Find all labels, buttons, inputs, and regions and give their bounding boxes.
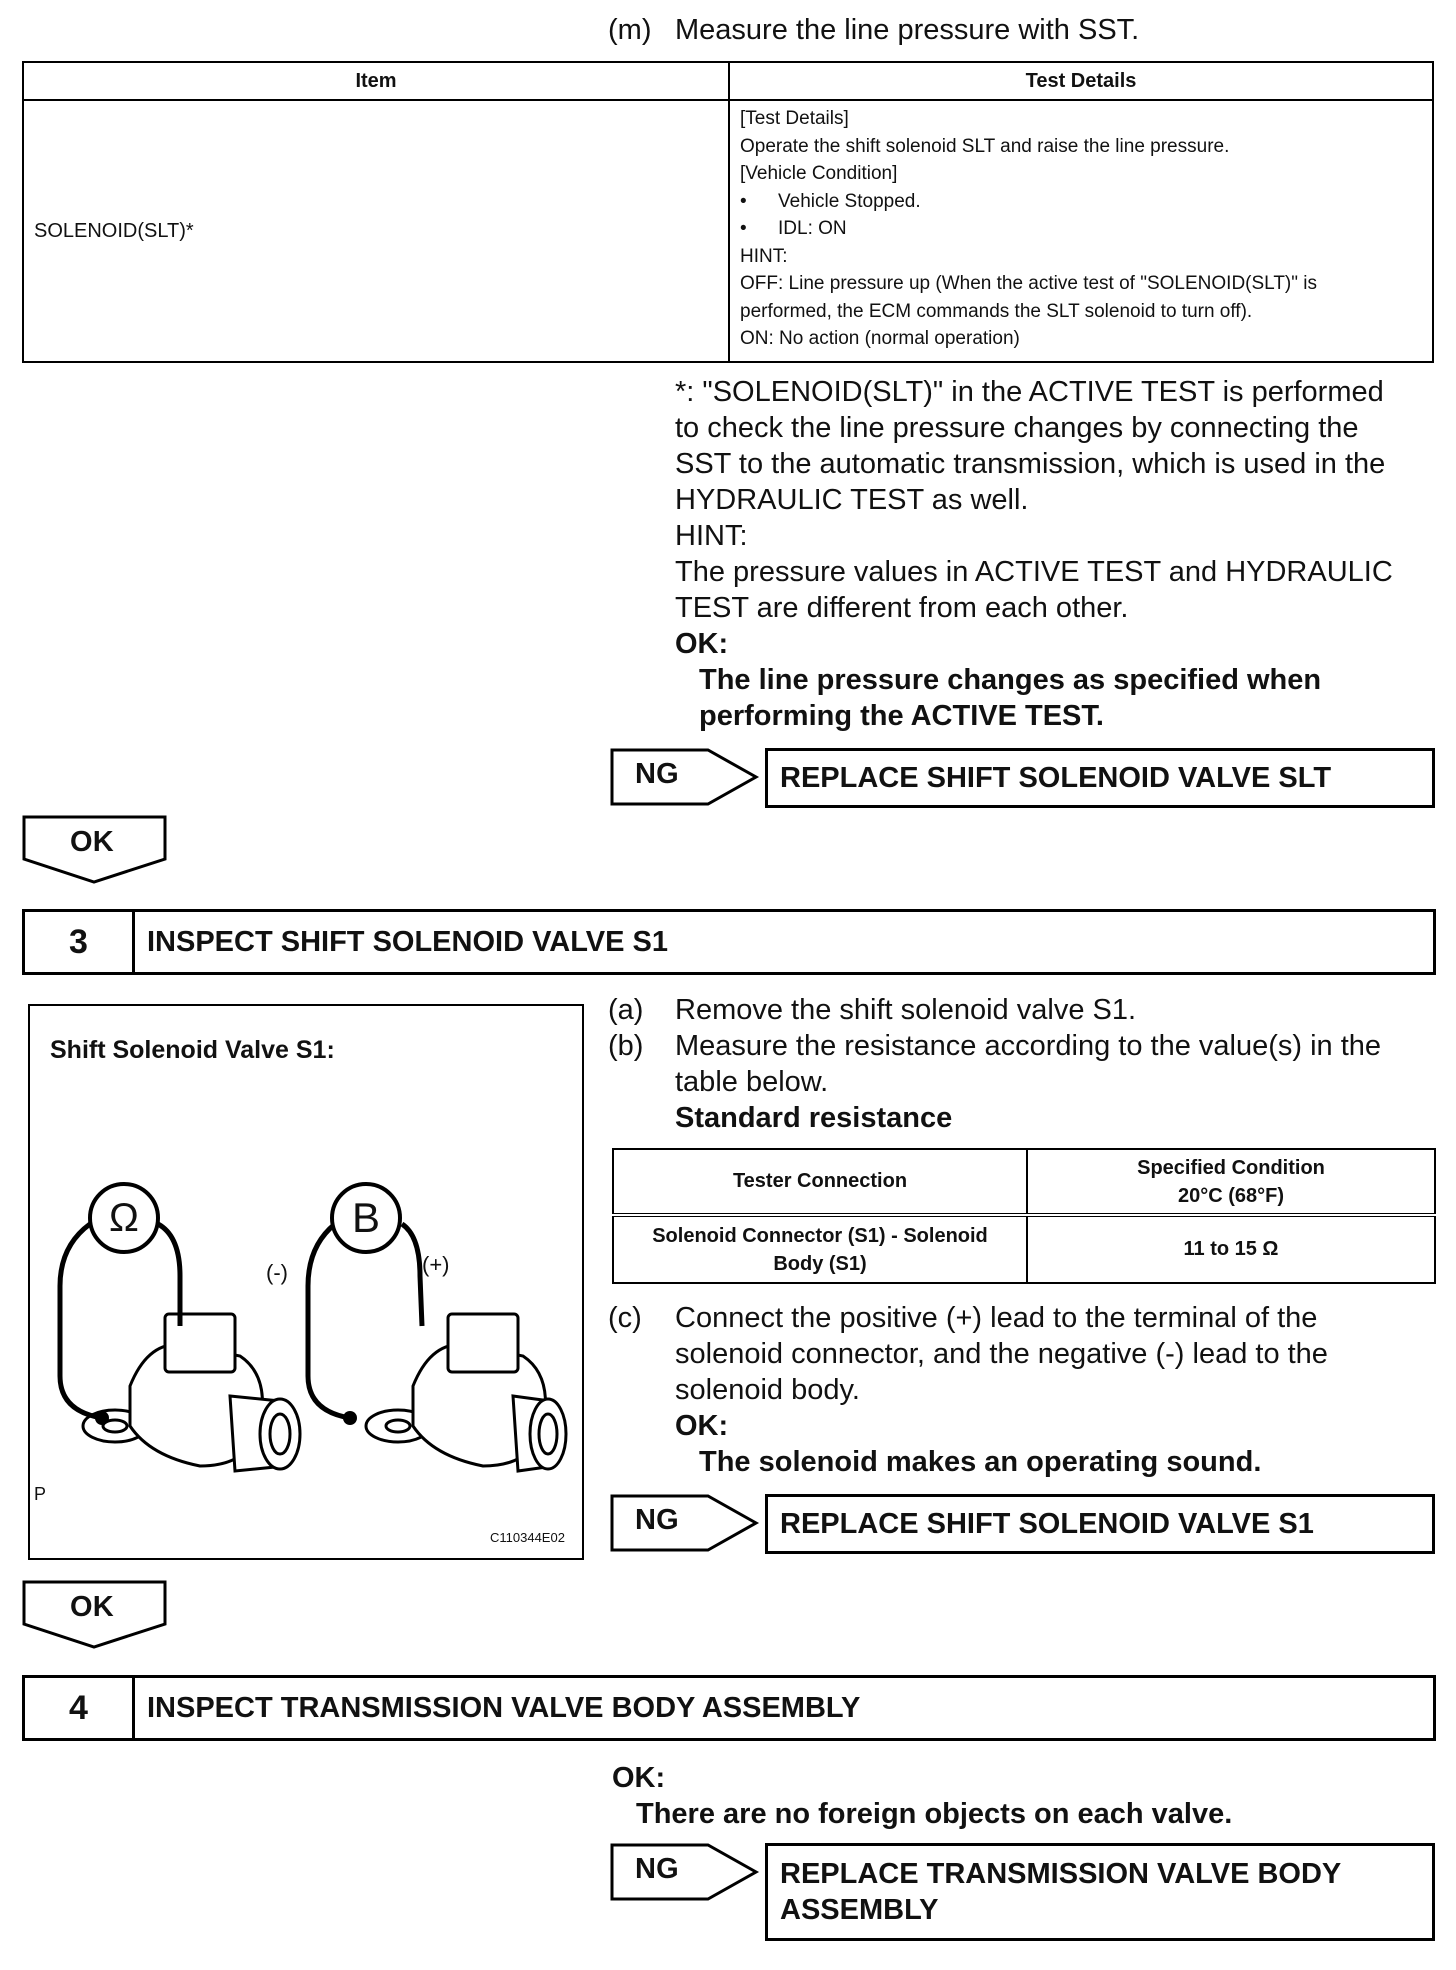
ok-down-arrow — [22, 1580, 167, 1649]
ng-label: NG — [635, 758, 679, 790]
detail-line: ON: No action (normal operation) — [740, 328, 1020, 349]
detail-bullet-line: •Vehicle Stopped. — [740, 188, 1422, 216]
figure-title: Shift Solenoid Valve S1: — [50, 1036, 335, 1064]
ng-label: NG — [635, 1853, 679, 1885]
header-tester-connection: Tester Connection — [612, 1148, 1028, 1216]
ok-criteria: performing the ACTIVE TEST. — [699, 700, 1104, 732]
header-specified-condition: Specified Condition 20°C (68°F) — [1026, 1148, 1436, 1216]
step-title: INSPECT SHIFT SOLENOID VALVE S1 — [147, 925, 668, 958]
instruction-m: (m) — [608, 12, 651, 48]
header-item: Item — [22, 61, 730, 101]
figure-code: C110344E02 — [490, 1530, 565, 1545]
instruction-c: (c) Connect the positive (+) lead to the… — [608, 1302, 1328, 1478]
bullet: • — [740, 218, 747, 239]
solenoid-illustration — [57, 1182, 568, 1473]
bullet: • — [740, 190, 747, 212]
ng-label: NG — [635, 1504, 679, 1536]
step-number: 3 — [25, 912, 135, 972]
ng-arrow — [610, 748, 760, 806]
ohm-meter-icon — [88, 1182, 160, 1254]
instruction-label: (m) — [608, 14, 652, 46]
step-3-header: 3 INSPECT SHIFT SOLENOID VALVE S1 — [22, 909, 1436, 975]
ok-criteria: The solenoid makes an operating sound. — [699, 1446, 1262, 1478]
ok-label: OK: — [612, 1762, 666, 1794]
ohm-symbol: Ω — [109, 1196, 139, 1240]
instruction-m-text: Measure the line pressure with SST. — [675, 14, 1140, 46]
ng-result-valve-body: REPLACE TRANSMISSION VALVE BODY ASSEMBLY — [765, 1843, 1435, 1941]
battery-symbol: B — [351, 1194, 380, 1241]
detail-bullet-line: •IDL: ON — [740, 215, 1422, 243]
step-number: 4 — [25, 1678, 135, 1738]
battery-icon — [330, 1182, 402, 1254]
lead-contact — [95, 1411, 109, 1425]
details-cell: [Test Details] Operate the shift solenoi… — [728, 99, 1434, 363]
solenoid-figure: Shift Solenoid Valve S1: — [28, 1004, 584, 1560]
row-specified-condition: 11 to 15 Ω — [1026, 1213, 1436, 1284]
ok-criteria: The line pressure changes as specified w… — [699, 664, 1322, 696]
step-title: INSPECT TRANSMISSION VALVE BODY ASSEMBLY — [147, 1691, 861, 1724]
standard-label: Standard resistance — [675, 1102, 953, 1134]
hint-label: HINT: — [675, 520, 748, 552]
ok-down-arrow — [22, 815, 167, 884]
detail-line: OFF: Line pressure up (When the active t… — [740, 273, 1318, 294]
solenoid-left — [81, 1312, 302, 1473]
solenoid-right — [364, 1312, 568, 1473]
resistance-table: Tester Connection Specified Condition 20… — [612, 1148, 1436, 1284]
ok-arrow-label: OK — [70, 826, 114, 858]
ng-result-s1: REPLACE SHIFT SOLENOID VALVE S1 — [765, 1494, 1435, 1554]
row-tester-connection: Solenoid Connector (S1) - Solenoid Body … — [612, 1213, 1028, 1284]
header-test-details: Test Details — [728, 61, 1434, 101]
ok-label: OK: — [675, 628, 729, 660]
detail-line: HINT: — [740, 245, 788, 267]
ohmmeter-leads — [57, 1221, 183, 1421]
detail-line: performed, the ECM commands the SLT sole… — [740, 300, 1253, 322]
battery-leads — [305, 1221, 425, 1421]
minus-label: (-) — [266, 1260, 288, 1285]
ng-arrow — [610, 1843, 760, 1901]
item-name: SOLENOID(SLT)* — [34, 219, 194, 242]
ng-arrow — [610, 1494, 760, 1552]
active-test-table: Item Test Details SOLENOID(SLT)* [Test D… — [22, 61, 1434, 363]
instruction-a: (a) Remove the shift solenoid valve S1. — [608, 994, 1137, 1026]
active-test-note: *: "SOLENOID(SLT)" in the ACTIVE TEST is… — [675, 376, 1393, 732]
detail-line: [Test Details] — [740, 108, 849, 129]
ok-label: OK: — [675, 1410, 729, 1442]
ok-arrow-label: OK — [70, 1591, 114, 1623]
step-4-header: 4 INSPECT TRANSMISSION VALVE BODY ASSEMB… — [22, 1675, 1436, 1741]
lead-contact — [343, 1411, 357, 1425]
item-cell: SOLENOID(SLT)* — [22, 99, 730, 363]
detail-line: Operate the shift solenoid SLT and raise… — [740, 135, 1230, 157]
instruction-b: (b) Measure the resistance according to … — [608, 1030, 1382, 1134]
ok-criteria: There are no foreign objects on each val… — [636, 1798, 1233, 1830]
ng-result-slt: REPLACE SHIFT SOLENOID VALVE SLT — [765, 748, 1435, 808]
figure-corner-letter: P — [34, 1484, 47, 1504]
step-3-instructions: (a) Remove the shift solenoid valve S1. … — [608, 992, 1381, 1136]
plus-label: (+) — [422, 1252, 450, 1277]
detail-line: [Vehicle Condition] — [740, 163, 898, 184]
